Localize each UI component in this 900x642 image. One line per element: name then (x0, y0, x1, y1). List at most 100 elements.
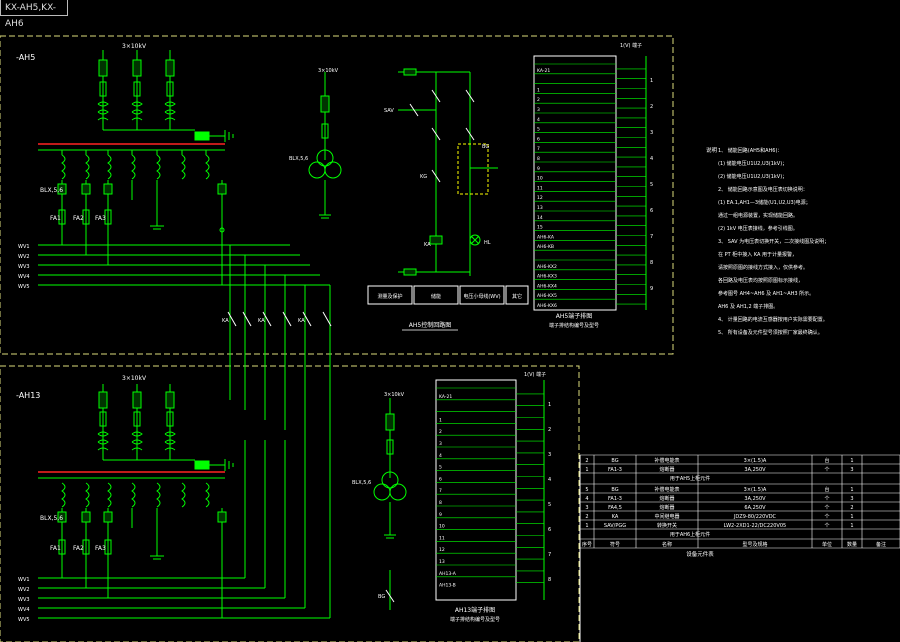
terminal-number: 7 (650, 234, 653, 240)
kg-label: KG (420, 174, 427, 180)
parts-cell: 1 (585, 467, 588, 473)
parts-header: 符号 (610, 541, 620, 548)
terminal-row-label: 9 (537, 166, 540, 172)
control-circuit (398, 68, 498, 276)
terminal-row-label: 5 (537, 127, 540, 133)
box-1: 测量及保护 (377, 293, 402, 300)
box-2: 储能 (431, 293, 441, 300)
terminal-row-label: AH13-B (439, 583, 456, 589)
wv2-bottom: WV2 (18, 587, 30, 593)
note-line: (1) 储能电压U1U2,U3(1kV)； (718, 160, 787, 167)
ct-label-bottom: BLX,5,6 (40, 515, 63, 522)
parts-header: 型号及规格 (742, 541, 767, 548)
pt-section-top (97, 50, 234, 142)
document-tab[interactable]: KX-AH5,KX-AH6 (0, 0, 68, 29)
parts-group-title: 用于AH6上柜元件 (670, 531, 710, 538)
parts-cell: 1 (850, 523, 853, 529)
terminal-row-label: 9 (439, 512, 442, 518)
parts-cell: 个 (824, 514, 829, 520)
parts-cell: 3 (850, 496, 853, 502)
note-line: 参考图号 AH4~AH6 及 AH1~AH3 所示。 (718, 290, 814, 297)
wv3-top: WV3 (18, 264, 30, 270)
notes-title: 说明 (706, 146, 718, 154)
terminal-row-label: AH6-KA (537, 234, 555, 240)
pt-fuse-label-bottom: 3×10kV (384, 392, 405, 398)
terminal-number: 3 (548, 452, 551, 458)
parts-cell: 转换开关 (657, 522, 677, 529)
note-line: AH6 及 AH1,2 端子排图。 (718, 303, 778, 310)
terminal-row-label: 8 (439, 500, 442, 506)
parts-cell: 熔断器 (659, 495, 674, 502)
parts-cell: 1 (850, 514, 853, 520)
bg-label-bottom: BG (378, 594, 385, 600)
lamp-label: HL (484, 240, 491, 246)
parts-header: 名称 (662, 541, 672, 548)
fa-mid-top: FA2 (73, 215, 84, 222)
box-4: 其它 (512, 293, 522, 300)
parts-cell: KA (612, 514, 619, 520)
terminal-row-label: AH6-KX4 (537, 283, 557, 289)
parts-header: 序号 (582, 541, 592, 548)
parts-cell: 个 (824, 496, 829, 502)
parts-group-title: 用于AH5上柜元件 (670, 475, 710, 482)
terminal-row-label: 8 (537, 156, 540, 162)
bg-label: BG (482, 144, 489, 150)
parts-cell: 1 (585, 523, 588, 529)
note-line: 3、 SAV 为电压表切换开关，二次接线图及说明； (718, 238, 829, 245)
pt-voltage-top: 3×10kV (122, 43, 147, 50)
terminal-row-label: 3 (537, 107, 540, 113)
ka-label-2: KA (258, 318, 265, 324)
terminal-row-label: AH6-KX2 (537, 264, 557, 270)
wv5-bottom: WV5 (18, 617, 30, 623)
note-line: (1) EA.1,AH1—3储能(U1,U2,U3)电源； (718, 199, 811, 206)
parts-cell: 2 (850, 505, 853, 511)
note-line: 通过一组电源装置，实现储能回路。 (718, 212, 798, 219)
terminal-row-label: 4 (537, 117, 540, 123)
terminal-number: 5 (548, 502, 551, 508)
fa-right-top: FA3 (95, 215, 106, 222)
fa-left-bottom: FA1 (50, 545, 61, 552)
ka-coil-label: KA (424, 242, 431, 248)
terminal-number: 2 (650, 104, 653, 110)
wv4-top: WV4 (18, 274, 30, 280)
terminal-row-label: 5 (439, 465, 442, 471)
pt-title: AH5控制回路图 (409, 321, 451, 329)
pt-section-bottom (38, 384, 331, 619)
note-line: 1、 储能回路(AH5和AH6)： (718, 147, 782, 154)
parts-cell: 5 (585, 487, 588, 493)
terminal-number: 4 (650, 156, 653, 162)
wv1-bottom: WV1 (18, 577, 30, 583)
col-head-bottom: 1(V) 端子 (524, 371, 546, 378)
note-line: 5、 所有设备及元件型号须按照厂家最终确认。 (718, 329, 823, 336)
terminal-sub-top: 端子排结构编号及型号 (549, 322, 599, 329)
parts-cell: 2 (585, 514, 588, 520)
terminal-number: 9 (650, 286, 653, 292)
note-line: 2、 储能回路示意图及电压表切换说明： (718, 186, 808, 193)
parts-header: 备注 (876, 541, 886, 548)
terminal-row-label: AH6-KX6 (537, 303, 557, 309)
note-line: 在 PT 柜中接入 KA 用于计量报警， (718, 251, 797, 258)
terminal-row-label: 6 (537, 136, 540, 142)
terminal-title-top: AH5端子排图 (556, 312, 592, 320)
parts-cell: JDZ9-80/220VDC (733, 514, 777, 520)
terminal-row-label: 10 (439, 524, 445, 530)
terminal-row-label: 2 (537, 97, 540, 103)
terminal-number: 6 (548, 527, 551, 533)
parts-cell: 3×(1.5)A (744, 487, 767, 493)
terminal-number: 3 (650, 130, 653, 136)
wv5-top: WV5 (18, 284, 30, 290)
terminal-number: 8 (548, 577, 551, 583)
parts-cell: LW2-2XD1-22/DC220V05 (724, 523, 786, 529)
parts-cell: 4 (585, 496, 588, 502)
pt-ratio-label: BLX,5,6 (289, 156, 308, 162)
section-id-bottom: -AH13 (16, 391, 40, 400)
terminal-row-label: 4 (439, 453, 442, 459)
parts-cell: 个 (824, 467, 829, 473)
parts-cell: BG (611, 458, 618, 464)
control-contacts (409, 89, 475, 183)
parts-cell: 3A,250V (744, 467, 766, 473)
section-id-top: -AH5 (16, 53, 35, 62)
terminal-row-label: 13 (537, 205, 543, 211)
parts-cell: 补偿电能表 (654, 486, 679, 493)
